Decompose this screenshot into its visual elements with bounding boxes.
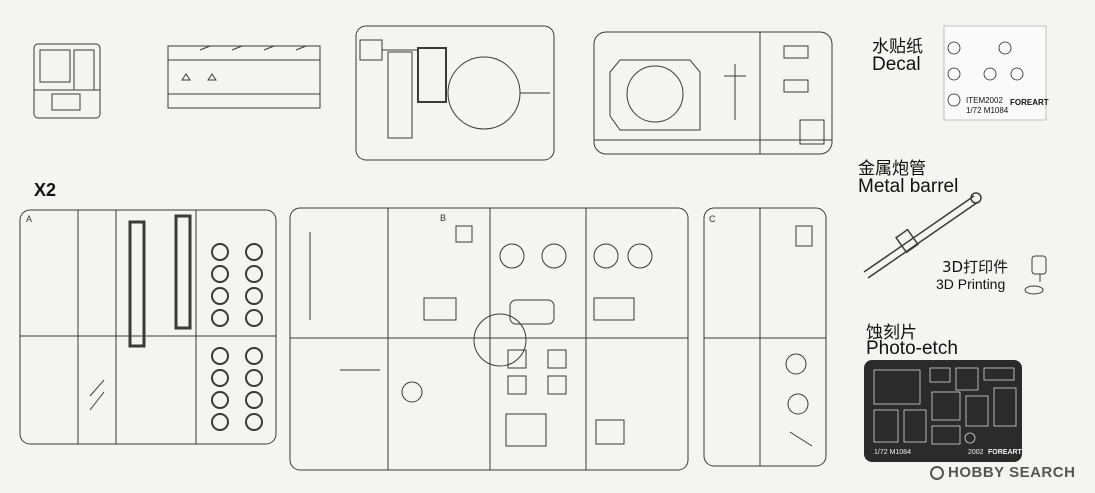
photo-etch-scale: 1/72 M1084 [874, 449, 911, 456]
cab-part [33, 43, 101, 119]
photo-etch-label-cn: 蚀刻片 [866, 323, 917, 343]
decal-label-cn: 水贴纸 [872, 37, 923, 57]
decal-brand: FOREART [1010, 98, 1049, 107]
decal-label-en: Decal [872, 54, 921, 75]
sprue-top-middle [355, 25, 555, 161]
quantity-x2-label: X2 [34, 180, 57, 200]
sprue-c-letter: C [709, 214, 716, 224]
sprue-b [289, 207, 689, 471]
3d-printing-label-cn: 3D打印件 [942, 258, 1009, 276]
sprue-c [703, 207, 827, 467]
chassis-part [167, 45, 321, 109]
3d-printing-label-en: 3D Printing [936, 276, 1006, 292]
sprue-a [19, 209, 277, 445]
decal-item-code: ITEM2002 [966, 96, 1003, 105]
watermark: HOBBY SEARCH [930, 464, 1075, 481]
photo-etch-code: 2002 [968, 449, 984, 456]
decal-sheet [943, 25, 1047, 121]
photo-etch-label-en: Photo-etch [866, 338, 958, 359]
photo-etch-brand: FOREART [988, 449, 1022, 456]
sprue-top-right [593, 31, 833, 155]
sprue-a-letter: A [26, 214, 33, 224]
metal-barrel-label-cn: 金属炮管 [858, 159, 926, 179]
watermark-logo-icon [930, 465, 944, 480]
photo-etch-plate [864, 360, 1022, 462]
metal-barrel-label-en: Metal barrel [858, 176, 959, 197]
watermark-text: HOBBY SEARCH [948, 464, 1076, 481]
decal-scale: 1/72 M1084 [966, 106, 1009, 115]
metal-barrel-part [863, 192, 982, 279]
sprue-b-letter: B [440, 213, 447, 223]
3d-printing-part [1024, 255, 1047, 295]
